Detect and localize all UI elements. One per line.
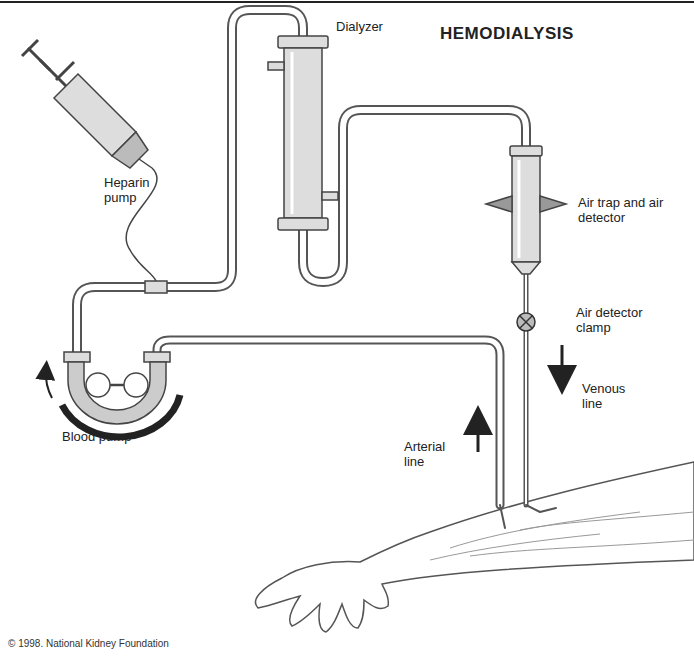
tubing	[77, 10, 556, 528]
air-detector-clamp	[517, 313, 535, 331]
part-label: Arterial line	[404, 440, 464, 470]
part-label: Air detector clamp	[576, 306, 676, 336]
blood-pump	[46, 352, 180, 437]
top-rule	[0, 1, 694, 3]
arterial-flow-arrow	[477, 420, 480, 452]
part-label: Air trap and air detector	[578, 196, 688, 226]
arm	[255, 462, 694, 632]
venous-flow-arrow	[561, 345, 564, 380]
heparin-connector	[145, 281, 167, 293]
dialyzer	[268, 36, 338, 230]
part-label: Blood pump	[62, 430, 131, 445]
part-label: Heparin pump	[104, 176, 168, 206]
air-trap	[486, 146, 566, 274]
copyright-caption: © 1998. National Kidney Foundation	[8, 638, 169, 650]
part-label: Dialyzer	[336, 20, 383, 35]
part-label: Venous line	[582, 382, 642, 412]
diagram-title: HEMODIALYSIS	[440, 24, 574, 44]
heparin-syringe	[22, 40, 157, 281]
